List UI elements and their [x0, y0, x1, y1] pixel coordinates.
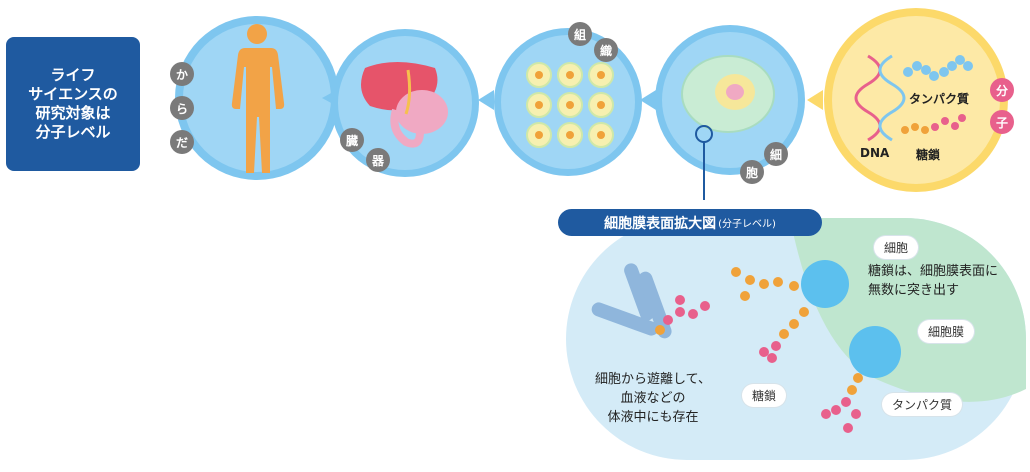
tag-organ-1: 臓 [340, 128, 364, 152]
protein-icon [903, 55, 973, 81]
label-dna: DNA [860, 146, 890, 160]
stage-molecule [824, 8, 1008, 192]
label-cell: 細胞 [874, 236, 919, 259]
tag-organ-2: 器 [366, 148, 390, 172]
sugar-chains-detail [655, 267, 863, 433]
tag-cell-1: 細 [764, 142, 788, 166]
label-sugar-chain: 糖鎖 [742, 384, 787, 407]
intro-box: ライフ サイエンスの 研究対象は 分子レベル [6, 37, 140, 171]
tissue-cells-icon [526, 62, 614, 148]
stage-cell [655, 25, 805, 200]
stage-body [175, 16, 339, 180]
sugar-chain-icon [901, 114, 966, 134]
note-free-sugar: 細胞から遊離して、 血液などの 体液中にも存在 [595, 372, 711, 425]
dna-icon [854, 54, 906, 142]
cell-icon [681, 55, 775, 200]
label-membrane: 細胞膜 [918, 320, 975, 343]
stage-tissue [494, 28, 642, 176]
zoom-title: 細胞膜表面拡大図 [604, 215, 717, 232]
tag-body-1: か [170, 62, 194, 86]
organ-icon [361, 62, 448, 148]
tag-cell-2: 胞 [740, 160, 764, 184]
tag-tissue-1: 組 [568, 22, 592, 46]
tag-body-3: だ [170, 130, 194, 154]
zoom-title-banner: 細胞膜表面拡大図(分子レベル) [558, 209, 822, 236]
label-protein: タンパク質 [909, 92, 970, 106]
tag-tissue-2: 織 [594, 38, 618, 62]
stage-organ [331, 29, 479, 177]
label-protein-detail: タンパク質 [882, 393, 963, 416]
label-sugar: 糖鎖 [916, 148, 941, 162]
tag-molecule-1: 分 [990, 78, 1014, 102]
tag-body-2: ら [170, 96, 194, 120]
zoom-title-note: (分子レベル) [718, 219, 776, 230]
human-body-icon [231, 24, 285, 173]
tag-molecule-2: 子 [990, 110, 1014, 134]
note-sugar-surface: 糖鎖は、細胞膜表面に 無数に突き出す [868, 264, 999, 298]
